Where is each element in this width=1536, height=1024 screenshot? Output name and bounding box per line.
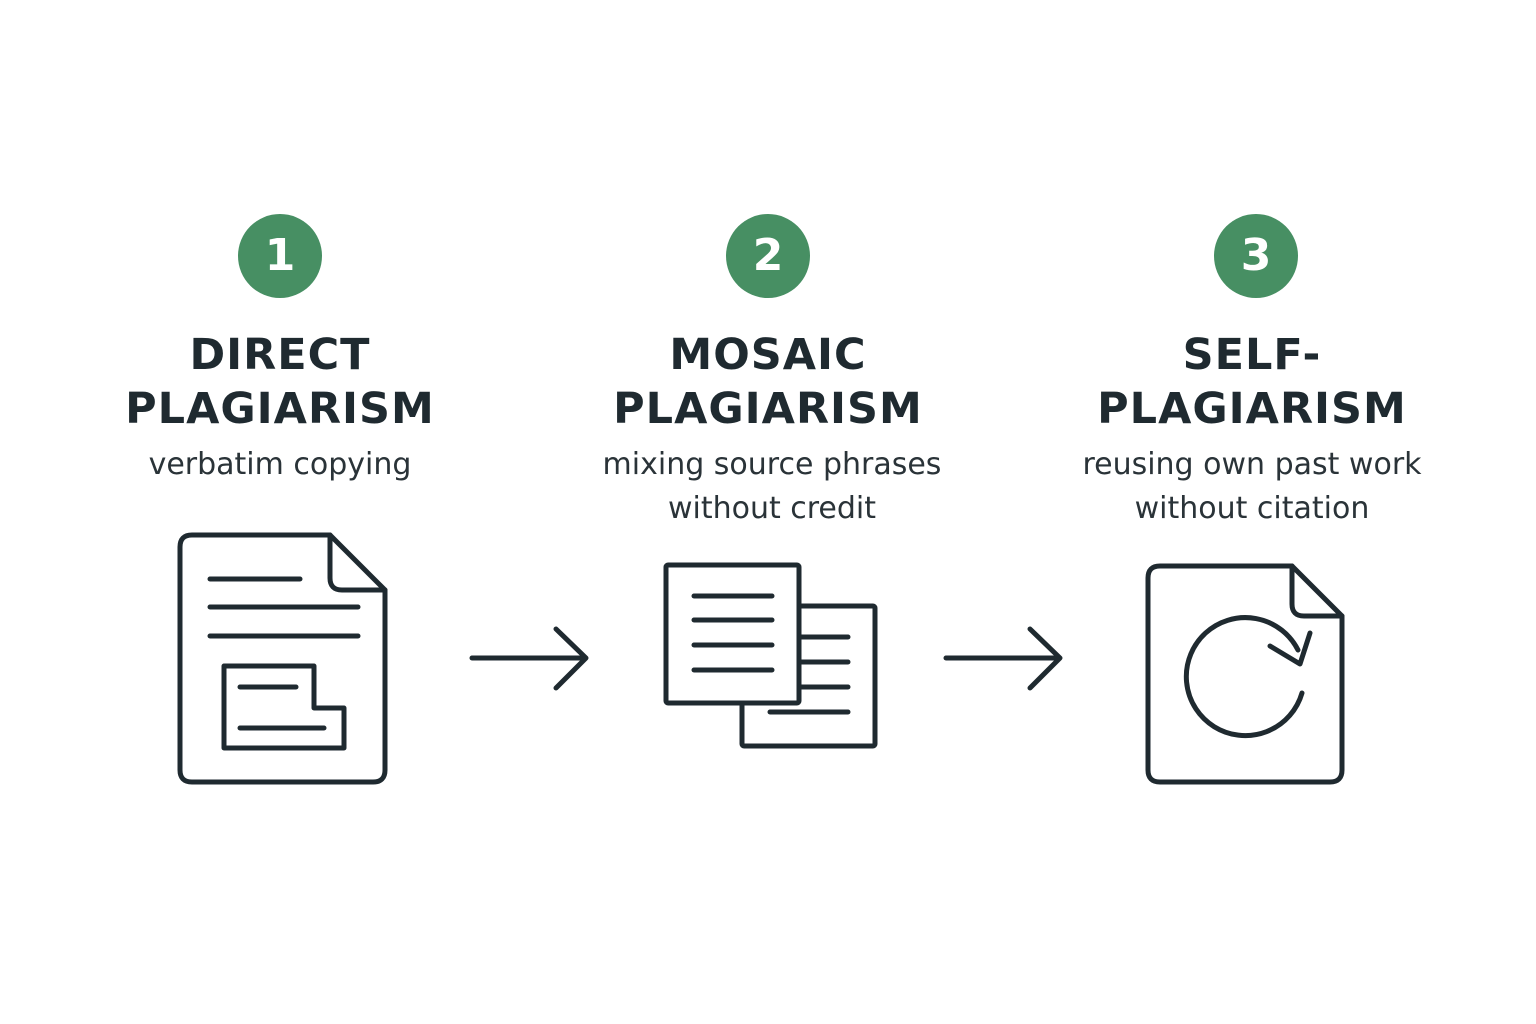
step-2-title-line2: PLAGIARISM (613, 384, 923, 434)
step-2-desc-line1: mixing source phrases (602, 447, 942, 482)
step-1-description: verbatim copying (60, 443, 500, 487)
step-2-badge: 2 (726, 214, 810, 298)
arrow-right-icon (943, 626, 1063, 691)
step-1-title: DIRECT PLAGIARISM (70, 328, 490, 436)
step-3-title-line1: SELF- (1182, 330, 1322, 380)
step-1-badge: 1 (238, 214, 322, 298)
step-1-desc-line1: verbatim copying (148, 447, 412, 482)
step-3-desc-line1: reusing own past work (1082, 447, 1422, 482)
step-2-title-line1: MOSAIC (669, 330, 867, 380)
document-refresh-icon (1145, 563, 1345, 785)
step-2-description: mixing source phrases without credit (552, 443, 992, 531)
step-1-title-line2: PLAGIARISM (125, 384, 435, 434)
step-1-title-line1: DIRECT (189, 330, 371, 380)
overlapping-documents-icon (663, 562, 878, 749)
step-3-title-line2: PLAGIARISM (1097, 384, 1407, 434)
step-3-description: reusing own past work without citation (1032, 443, 1472, 531)
step-2-desc-line2: without credit (667, 491, 877, 526)
step-2-title: MOSAIC PLAGIARISM (558, 328, 978, 436)
step-3-desc-line2: without citation (1134, 491, 1370, 526)
arrow-right-icon (469, 626, 589, 691)
step-3-title: SELF- PLAGIARISM (1042, 328, 1462, 436)
step-3-badge: 3 (1214, 214, 1298, 298)
document-with-copied-block-icon (177, 532, 388, 785)
